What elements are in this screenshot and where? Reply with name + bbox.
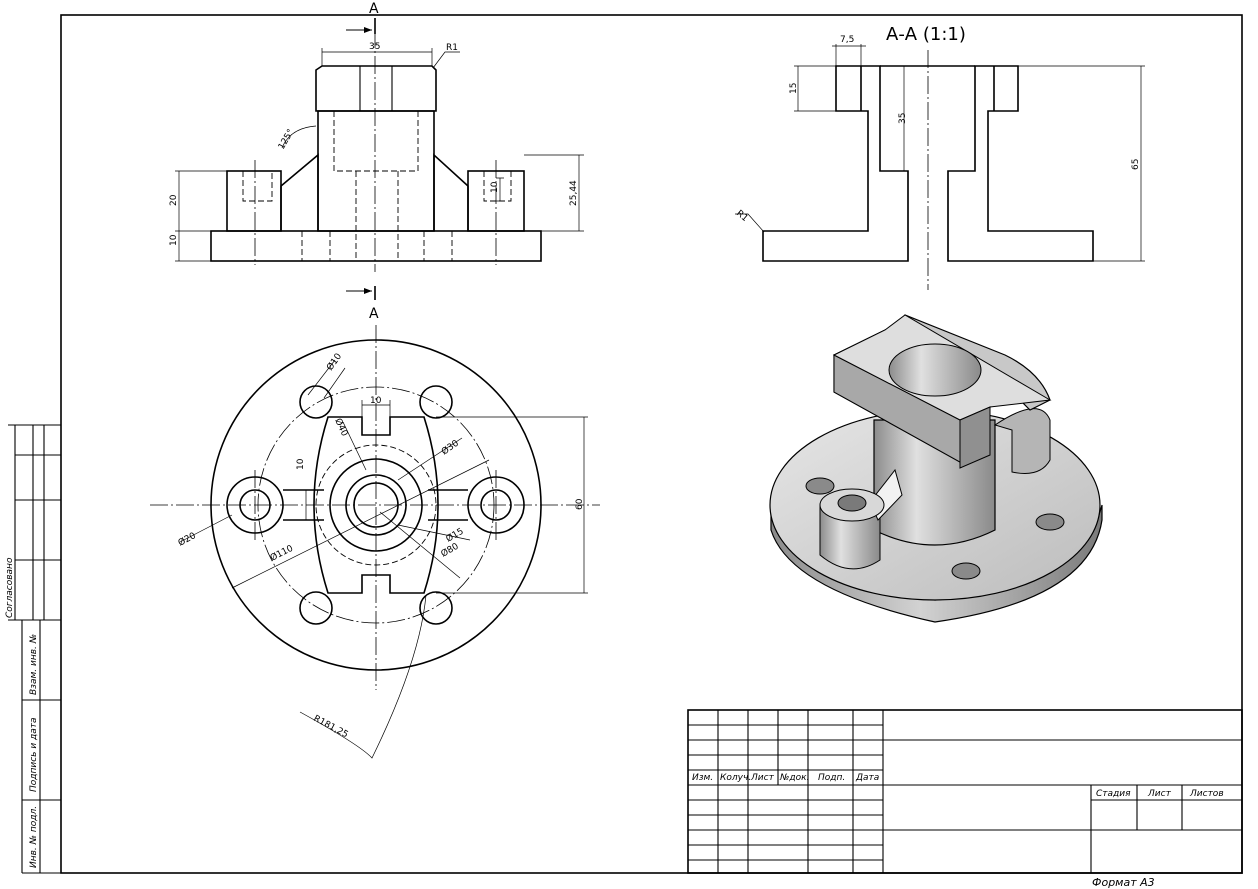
dim-boss-hole: 10 (490, 181, 500, 193)
tb-n-dok: №док. (779, 773, 809, 783)
dim-sec-15: 15 (789, 83, 799, 94)
dim-sec-75: 7,5 (840, 35, 854, 45)
section-marker-top: A (369, 1, 379, 17)
tb-kol-uch: Колуч. (720, 773, 751, 783)
dim-d40: Ø40 (332, 417, 350, 439)
agreed-label: Согласовано (5, 557, 15, 618)
inv-podl-label: Инв. № подл. (29, 806, 39, 868)
dim-len-60: 60 (575, 498, 585, 510)
dim-side-10: 10 (296, 458, 306, 470)
tb-sheets: Листов (1189, 789, 1224, 799)
section-title: А-А (1:1) (886, 24, 966, 45)
isometric-view (769, 314, 1103, 623)
dim-slot-10: 10 (370, 396, 382, 406)
dim-height-20: 20 (169, 194, 179, 206)
dim-sec-35: 35 (898, 113, 908, 124)
sign-date-label: Подпись и дата (29, 717, 39, 792)
section-view: А-А (1:1) 7,5 15 35 65 R1 (734, 24, 1145, 290)
top-view: Ø10 10 Ø40 Ø30 10 Ø20 Ø110 Ø15 Ø80 60 R1… (150, 325, 600, 759)
front-view: A A 35 R1 125° 20 10 10 25,44 (169, 1, 584, 322)
dim-fillet-r1: R1 (446, 43, 458, 53)
dim-angle: 125° (277, 128, 297, 152)
dim-top-width: 35 (369, 42, 380, 52)
inv-vzam-label: Взам. инв. № (29, 634, 39, 695)
tb-podp: Подп. (818, 773, 845, 783)
dim-r181: R181,25 (312, 714, 350, 741)
dim-d110: Ø110 (268, 543, 295, 564)
sheet-frame (60, 14, 1243, 874)
dim-d20: Ø20 (176, 530, 198, 549)
dim-d10: Ø10 (324, 351, 344, 373)
tb-data: Дата (855, 773, 879, 783)
dim-height-10: 10 (169, 234, 179, 246)
format-label: Формат А3 (1092, 876, 1155, 889)
dim-height-2544: 25,44 (569, 180, 579, 206)
tb-list: Лист (750, 773, 775, 783)
title-block: Изм. Колуч. Лист №док. Подп. Дата Стадия… (687, 709, 1243, 874)
tb-sheet: Лист (1147, 789, 1172, 799)
dim-sec-r1: R1 (734, 209, 750, 224)
dim-sec-65: 65 (1131, 159, 1141, 170)
tb-izm: Изм. (692, 773, 713, 783)
tb-stage: Стадия (1096, 789, 1131, 799)
side-stamp: Согласовано Взам. инв. № Подпись и дата … (5, 424, 61, 874)
section-marker-bottom: A (369, 306, 379, 322)
